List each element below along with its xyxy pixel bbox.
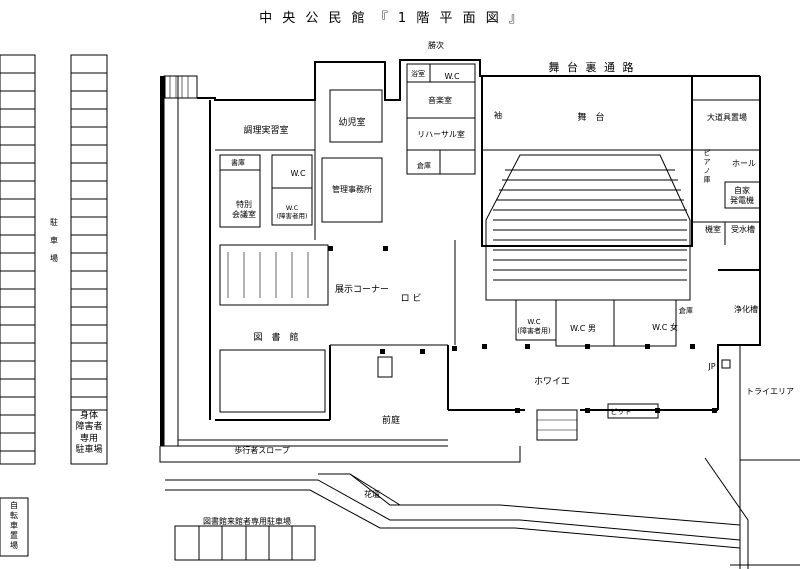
- wing-left-label: 袖: [494, 110, 502, 120]
- wc-women-label: W.C 女: [652, 322, 678, 332]
- storage-small-label: 倉庫: [417, 161, 431, 170]
- office-label: 管理事務所: [332, 184, 372, 194]
- bath-label: 浴室: [411, 69, 425, 78]
- kitchen-exit-label: 勝次: [428, 40, 444, 50]
- water-tank-label: 受水槽: [731, 224, 755, 234]
- dry-area-label: トライエリア: [746, 387, 794, 396]
- library-parking: [174, 525, 316, 561]
- library-parking-label: 図書館来館者専用駐車場: [203, 516, 291, 526]
- piano-storage-label: ピアノ庫: [704, 149, 711, 184]
- foyer-label: ホワイエ: [534, 376, 570, 387]
- parking-column-left: [0, 54, 36, 465]
- exhibit-corner-label: 展示コーナー: [335, 284, 389, 295]
- music-block: [406, 63, 476, 175]
- stage-passage-label: 舞 台 裏 通 路: [549, 60, 636, 74]
- wc-top-label: W.C: [444, 72, 460, 81]
- prop-storage-label: 大道具置場: [707, 112, 747, 122]
- library-label: 図 書 館: [253, 331, 298, 343]
- special-room-label: 特別会議室: [232, 199, 256, 219]
- plan-title: 中 央 公 民 館 『 1 階 平 面 図 』: [259, 11, 525, 26]
- bicycle-parking-label: 自転車置場: [10, 500, 18, 550]
- foyer-columns: [482, 344, 717, 413]
- jp-label: JP: [707, 362, 715, 371]
- parking-column-right: [70, 54, 108, 465]
- pit-label: ピット: [611, 408, 632, 416]
- rehearsal-label: リハーサル室: [417, 129, 465, 139]
- building-outline: [160, 59, 761, 447]
- parking-label: 駐車場: [50, 217, 58, 263]
- storage-label: 書庫: [231, 158, 245, 167]
- flower-bed: [165, 457, 800, 569]
- flower-bed-label: 花壇: [364, 489, 380, 499]
- music-room-label: 音楽室: [428, 95, 452, 105]
- wc-lobby-accessible-label: W.C(障害者用): [517, 318, 551, 335]
- generator-label: 自家発電機: [730, 185, 754, 205]
- wc-accessible-label: W.C(障害者用): [276, 204, 307, 220]
- control-room-label: 機室: [705, 224, 721, 234]
- purification-label: 浄化槽: [734, 304, 758, 314]
- wc-mid-label: W.C: [290, 169, 306, 178]
- store-label: 倉庫: [679, 306, 693, 315]
- stage-label: 舞 台: [577, 111, 604, 123]
- pedestrian-slope-label: 歩行者スロープ: [234, 445, 290, 455]
- loading-label: ホール: [732, 159, 756, 168]
- kids-room-label: 幼児室: [338, 116, 365, 128]
- auditorium-seating: [485, 154, 691, 301]
- wc-men-label: W.C 男: [570, 324, 596, 333]
- lobby-label: ロ ビ: [401, 293, 422, 304]
- disabled-parking-label: 身体障害者専用駐車場: [75, 409, 102, 455]
- front-garden-label: 前庭: [382, 414, 400, 426]
- library-shelves: [219, 244, 329, 413]
- cooking-room-label: 調理実習室: [243, 124, 288, 136]
- bicycle-parking: [0, 497, 29, 557]
